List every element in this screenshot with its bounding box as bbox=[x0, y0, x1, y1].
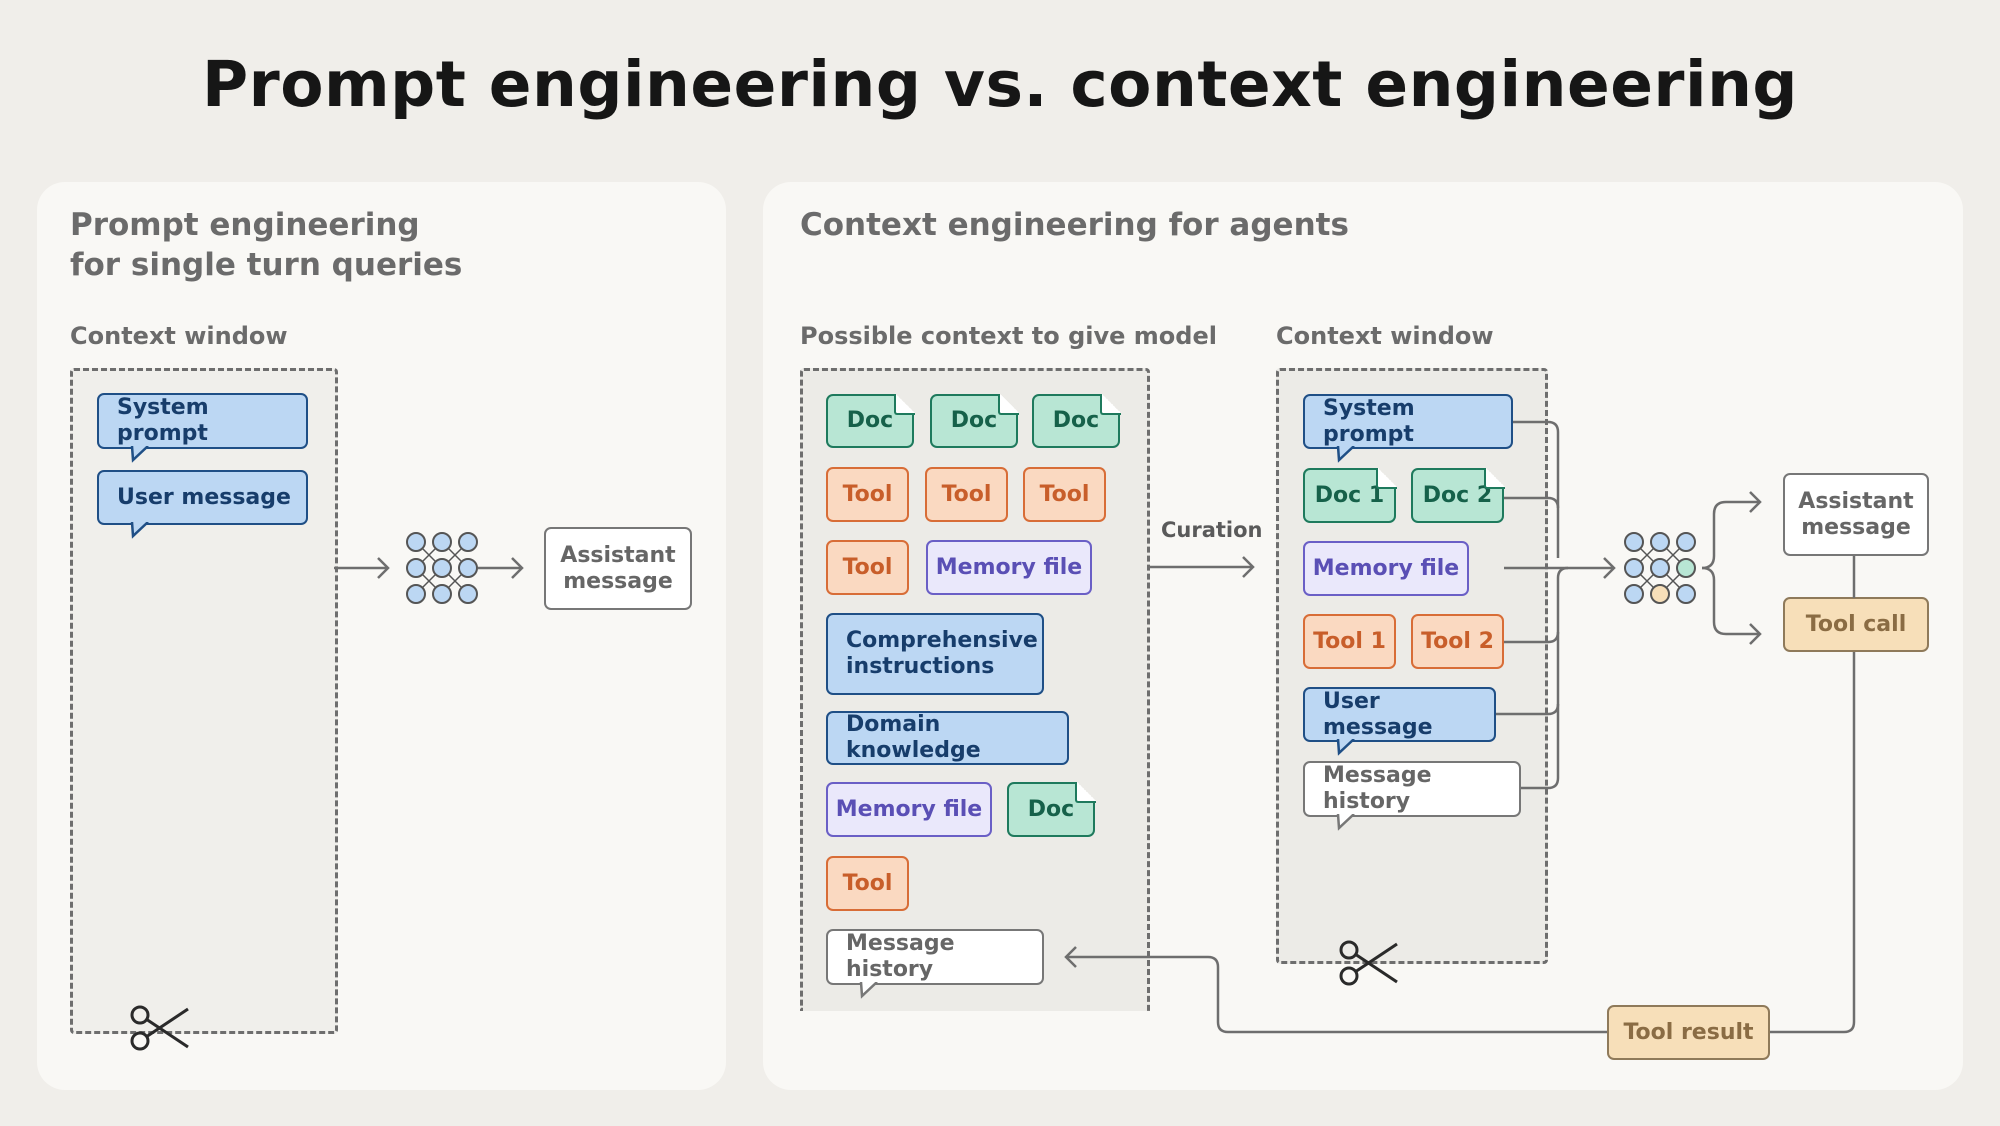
scissors-icon bbox=[130, 1005, 189, 1051]
possible-domain-knowledge: Domain knowledge bbox=[826, 711, 1069, 765]
possible-tool-1: Tool bbox=[826, 467, 909, 522]
tool-result: Tool result bbox=[1607, 1005, 1770, 1060]
left-context-window-label: Context window bbox=[70, 322, 288, 350]
left-assistant-line2: message bbox=[563, 568, 673, 594]
neural-network-icon bbox=[406, 532, 478, 604]
output-branch-arrows bbox=[1701, 491, 1762, 645]
left-user-message-tail bbox=[130, 522, 149, 539]
right-assistant-line2: message bbox=[1801, 514, 1911, 540]
left-assistant-message: Assistant message bbox=[544, 527, 692, 610]
curation-arrow bbox=[1147, 556, 1255, 578]
possible-tool-5: Tool bbox=[826, 856, 909, 911]
window-doc-1: Doc 1 bbox=[1303, 467, 1397, 523]
scissors-icon bbox=[1339, 940, 1398, 986]
window-message-history: Message history bbox=[1303, 761, 1521, 817]
left-panel-title-line1: Prompt engineering bbox=[70, 207, 420, 243]
possible-comprehensive-instructions: Comprehensive instructions bbox=[826, 613, 1044, 695]
possible-context-label: Possible context to give model bbox=[800, 322, 1217, 350]
possible-doc-1: Doc bbox=[826, 393, 915, 448]
window-user-message: User message bbox=[1303, 687, 1496, 742]
window-doc-2: Doc 2 bbox=[1411, 467, 1505, 523]
possible-doc-2: Doc bbox=[930, 393, 1019, 448]
possible-memory-file-2: Memory file bbox=[826, 782, 992, 837]
window-system-prompt: System prompt bbox=[1303, 394, 1513, 449]
left-system-prompt-tail bbox=[130, 446, 149, 463]
window-system-prompt-tail bbox=[1336, 446, 1355, 463]
curation-label: Curation bbox=[1161, 518, 1263, 542]
window-user-message-tail bbox=[1336, 739, 1355, 756]
possible-doc-4: Doc bbox=[1007, 781, 1096, 837]
possible-tool-4: Tool bbox=[826, 540, 909, 595]
left-flow-graphics bbox=[334, 532, 524, 604]
window-memory-file: Memory file bbox=[1303, 541, 1469, 596]
comprehensive-line2: instructions bbox=[846, 654, 995, 679]
possible-message-history: Message history bbox=[826, 929, 1044, 985]
arrow-icon bbox=[478, 557, 524, 579]
window-tool-1: Tool 1 bbox=[1303, 614, 1396, 669]
left-user-message: User message bbox=[97, 470, 308, 525]
left-system-prompt: System prompt bbox=[97, 393, 308, 449]
right-assistant-message: Assistant message bbox=[1783, 473, 1929, 556]
left-panel-title-line2: for single turn queries bbox=[70, 247, 463, 283]
possible-message-history-tail bbox=[859, 982, 878, 999]
page-title: Prompt engineering vs. context engineeri… bbox=[201, 48, 1799, 121]
tool-call: Tool call bbox=[1783, 597, 1929, 652]
possible-memory-file-1: Memory file bbox=[926, 540, 1092, 595]
window-tool-2: Tool 2 bbox=[1411, 614, 1504, 669]
neural-network-icon bbox=[1624, 532, 1696, 604]
right-panel-title: Context engineering for agents bbox=[800, 207, 1349, 243]
comprehensive-line1: Comprehensive bbox=[846, 628, 1038, 653]
possible-tool-2: Tool bbox=[925, 467, 1008, 522]
left-assistant-line1: Assistant bbox=[560, 542, 676, 568]
possible-doc-3: Doc bbox=[1032, 393, 1121, 448]
tool-loop-connector bbox=[1064, 556, 1856, 1034]
right-assistant-line1: Assistant bbox=[1798, 488, 1914, 514]
window-connectors bbox=[1496, 420, 1616, 790]
arrow-icon bbox=[334, 557, 390, 579]
right-context-window-label: Context window bbox=[1276, 322, 1494, 350]
left-context-window bbox=[70, 368, 338, 1034]
window-message-history-tail bbox=[1336, 814, 1355, 831]
left-panel-title: Prompt engineering for single turn queri… bbox=[70, 205, 462, 285]
possible-tool-3: Tool bbox=[1023, 467, 1106, 522]
